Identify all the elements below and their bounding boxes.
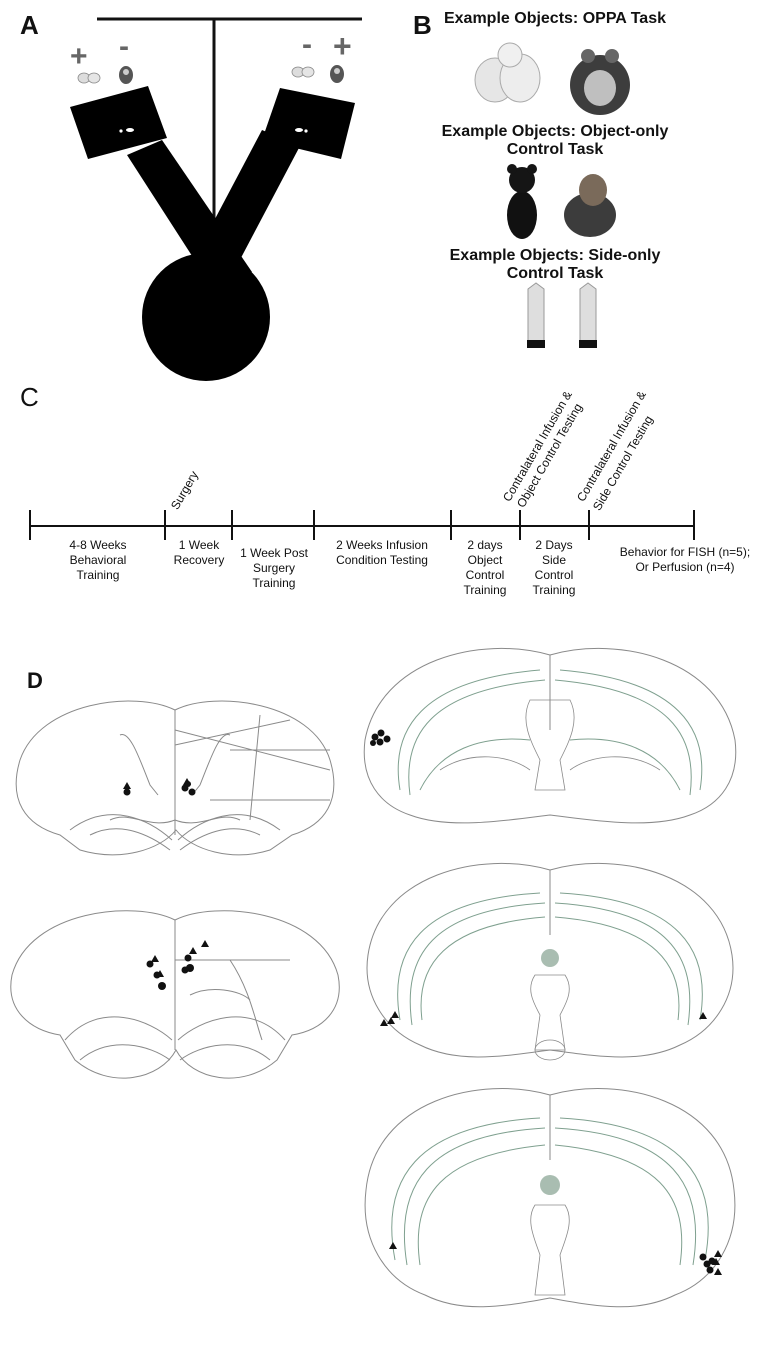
segment-line: Recovery: [166, 553, 232, 568]
right-plus-sign: +: [333, 28, 352, 65]
infusion-site-markers: [370, 730, 391, 747]
maze-right-marker: [295, 128, 303, 132]
left-minus-sign: -: [119, 30, 129, 64]
panel-c-letter: C: [20, 382, 39, 413]
segment-behavioral-training: 4-8 Weeks Behavioral Training: [48, 538, 148, 583]
left-plus-sign: +: [70, 40, 88, 74]
oppa-objects-photo: [470, 30, 660, 120]
segment-line: Control: [451, 568, 519, 583]
frog-object-icon: [570, 49, 630, 115]
brain-section-left-lower: [0, 900, 340, 1110]
ducks-object-icon: [475, 43, 540, 102]
object-only-title-line1: Example Objects: Object-only: [430, 122, 680, 142]
segment-line: Control: [520, 568, 588, 583]
y-maze-diagram: [0, 0, 779, 400]
left-tube-object-icon: [527, 283, 545, 348]
segment-infusion-testing: 2 Weeks Infusion Condition Testing: [318, 538, 446, 568]
right-minus-sign: -: [302, 28, 312, 62]
infusion-site-markers: [123, 778, 196, 796]
infusion-site-markers: [147, 940, 210, 990]
segment-line: Behavior for FISH (n=5);: [600, 545, 770, 560]
oppa-objects-title: Example Objects: OPPA Task: [440, 9, 670, 29]
segment-line: Training: [48, 568, 148, 583]
maze-left-marker-dot: [119, 129, 122, 132]
brain-section-right-middle: [360, 855, 760, 1085]
segment-line: 2 Days: [520, 538, 588, 553]
segment-line: Side: [520, 553, 588, 568]
segment-line: 2 Weeks Infusion: [318, 538, 446, 553]
segment-line: 2 days: [451, 538, 519, 553]
segment-line: 4-8 Weeks: [48, 538, 148, 553]
panel-b-letter: B: [413, 10, 432, 41]
segment-line: Condition Testing: [318, 553, 446, 568]
infusion-site-markers: [380, 1011, 707, 1026]
side-only-photo: [512, 283, 632, 353]
segment-behavior-fish: Behavior for FISH (n=5); Or Perfusion (n…: [600, 545, 770, 575]
ventricle-fill: [540, 1175, 560, 1195]
bear-object-icon: [507, 164, 537, 239]
maze-left-marker: [126, 128, 134, 132]
segment-line: Object: [451, 553, 519, 568]
segment-line: Training: [451, 583, 519, 598]
infusion-site-markers: [389, 1242, 722, 1275]
segment-line: 1 Week Post: [230, 546, 318, 561]
segment-line: Behavioral: [48, 553, 148, 568]
side-only-title-line2: Control Task: [430, 264, 680, 284]
right-tube-object-icon: [579, 283, 597, 348]
segment-line: Training: [520, 583, 588, 598]
segment-post-surgery-training: 1 Week Post Surgery Training: [230, 546, 318, 591]
segment-side-control-training: 2 Days Side Control Training: [520, 538, 588, 598]
segment-object-control-training: 2 days Object Control Training: [451, 538, 519, 598]
maze-start-hub: [142, 253, 270, 381]
segment-line: Training: [230, 576, 318, 591]
brain-section-right-bottom: [360, 1080, 760, 1325]
maze-left-frog-icon: [119, 66, 133, 84]
segment-recovery: 1 Week Recovery: [166, 538, 232, 568]
object-only-title-line2: Control Task: [430, 140, 680, 160]
ventricle-fill: [541, 949, 559, 967]
object-only-photo: [498, 160, 658, 240]
brain-section-left-upper: [0, 690, 340, 890]
segment-line: 1 Week: [166, 538, 232, 553]
maze-right-ducks-icon: [292, 67, 314, 77]
stump-object-icon: [564, 174, 616, 237]
side-only-title-line1: Example Objects: Side-only: [430, 246, 680, 266]
maze-right-marker-dot: [304, 129, 307, 132]
brain-section-right-top: [360, 640, 760, 850]
maze-right-frog-icon: [330, 65, 344, 83]
segment-line: Surgery: [230, 561, 318, 576]
maze-left-ducks-icon: [78, 73, 100, 83]
segment-line: Or Perfusion (n=4): [600, 560, 770, 575]
